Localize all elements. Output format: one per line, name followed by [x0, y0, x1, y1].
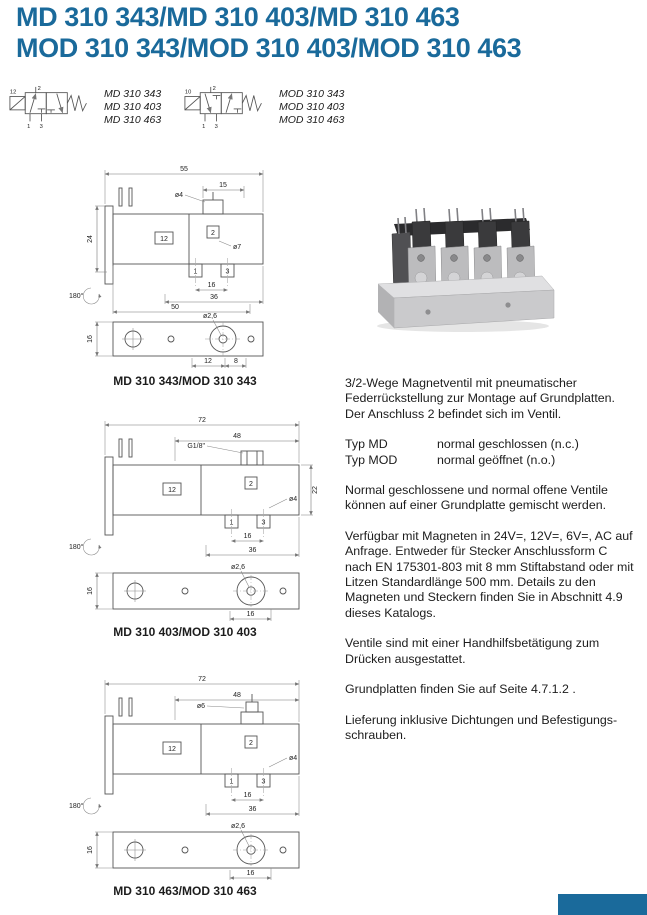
dim-label: ø6 [197, 703, 205, 710]
port-3-label: 3 [215, 124, 218, 130]
dimension-drawing-463: 72 48 ø6 2 ø4 12 1 3 [55, 656, 355, 898]
dimension-drawing-403: 72 48 G1/8" 2 12 ø4 1 3 [55, 397, 355, 639]
port-label: 2 [249, 740, 253, 747]
dim-label: ø2,6 [203, 313, 217, 320]
dim-label: 16 [247, 870, 255, 877]
side-view: 55 15 ø4 2 ø7 12 1 3 [69, 166, 264, 314]
pilot-port-label: 12 [10, 90, 16, 96]
symbol-model-list-md: MD 310 343 MD 310 403 MD 310 463 [104, 82, 161, 132]
drawing-caption: MD 310 403/MOD 310 403 [113, 625, 257, 639]
model-label: MD 310 403 [104, 101, 162, 113]
pilot-port-label: 10 [185, 90, 191, 96]
side-view: 72 48 ø6 2 ø4 12 1 3 [69, 676, 300, 816]
dim-label: ø2,6 [231, 564, 245, 571]
dim-label: ø4 [175, 192, 183, 199]
model-label: MOD 310 343 [279, 88, 345, 100]
type-value: normal geöffnet (n.o.) [437, 452, 556, 467]
port-1-label: 1 [27, 124, 30, 130]
dim-label: 50 [171, 304, 179, 311]
dim-label: 24 [87, 235, 94, 243]
mixing-paragraph: Normal geschlossene und normal offene Ve… [345, 483, 608, 513]
dim-label: 8 [234, 358, 238, 365]
baseplate-paragraph: Grundplatten finden Sie auf Seite 4.7.1.… [345, 682, 576, 697]
magnets-paragraph: Verfügbar mit Magneten in 24V=, 12V=, 6V… [345, 528, 634, 620]
dim-label: 16 [208, 282, 216, 289]
symbol-group-mod: 10 2 1 3 MOD 310 343 MOD 310 403 MOD 310… [183, 82, 344, 132]
page-title: MD 310 343/MD 310 403/MD 310 463 MOD 310… [16, 2, 522, 64]
bottom-view: 16 ø2,6 12 8 [87, 313, 264, 368]
dim-label: 15 [219, 182, 227, 189]
dim-label: 72 [198, 417, 206, 424]
rotation-label: 180° [69, 802, 84, 810]
valves-on-manifold-illustration [377, 207, 555, 332]
dim-label: 36 [249, 547, 257, 554]
page-title-line2: MOD 310 343/MOD 310 403/MOD 310 463 [16, 33, 522, 63]
dim-label: 36 [210, 294, 218, 301]
port-label: 2 [249, 481, 253, 488]
product-photo [358, 198, 563, 338]
dim-label: 22 [312, 486, 319, 494]
dim-label: ø4 [289, 755, 297, 762]
port-label: 12 [168, 487, 176, 494]
bottom-view: 16 ø2,6 16 [87, 564, 300, 621]
dim-label: 48 [233, 692, 241, 699]
port-3-label: 3 [40, 124, 43, 130]
type-label: Typ MD [345, 437, 388, 452]
type-value: normal geschlossen (n.c.) [437, 437, 579, 452]
type-row-mod: Typ MOD normal geöffnet (n.o.) [345, 453, 637, 468]
description-column: 3/2-Wege Magnetventil mit pneumatischer … [345, 376, 637, 758]
port-label: 2 [211, 230, 215, 237]
dim-label: 16 [87, 335, 94, 343]
bottom-view: 16 ø2,6 16 [87, 823, 300, 880]
valve-symbol-no: 10 2 1 3 [184, 86, 262, 130]
dim-label: 55 [180, 166, 188, 173]
dim-label: 16 [247, 611, 255, 618]
model-label: MD 310 463 [104, 114, 162, 126]
drawing-caption: MD 310 343/MOD 310 343 [113, 374, 257, 388]
dim-label: 16 [244, 792, 252, 799]
model-label: MOD 310 463 [279, 114, 345, 126]
dim-label: G1/8" [187, 443, 205, 450]
dim-label: 12 [204, 358, 212, 365]
dim-label: 72 [198, 676, 206, 683]
type-row-md: Typ MD normal geschlossen (n.c.) [345, 437, 637, 452]
delivery-paragraph: Lieferung inklusive Dichtungen und Befes… [345, 712, 618, 742]
manual-override-paragraph: Ventile sind mit einer Handhilfsbetätigu… [345, 636, 600, 666]
valve-symbol-nc: 12 2 1 3 [9, 86, 87, 130]
page-title-line1: MD 310 343/MD 310 403/MD 310 463 [16, 2, 460, 32]
dimension-drawing-343: 55 15 ø4 2 ø7 12 1 3 [55, 146, 355, 388]
dim-label: 48 [233, 433, 241, 440]
dim-label: ø4 [289, 496, 297, 503]
rotation-label: 180° [69, 292, 84, 300]
side-view: 72 48 G1/8" 2 12 ø4 1 3 [69, 417, 319, 557]
model-label: MOD 310 403 [279, 101, 345, 113]
dim-label: ø2,6 [231, 823, 245, 830]
port-2-label: 2 [213, 86, 216, 92]
type-list: Typ MD normal geschlossen (n.c.) Typ MOD… [345, 437, 637, 468]
dim-label: ø7 [233, 244, 241, 251]
type-label: Typ MOD [345, 452, 398, 467]
symbol-model-list-mod: MOD 310 343 MOD 310 403 MOD 310 463 [279, 82, 344, 132]
dim-label: 16 [87, 587, 94, 595]
page-footer-tab [558, 894, 647, 915]
port-label: 12 [168, 746, 176, 753]
intro-paragraph: 3/2-Wege Magnetventil mit pneumatischer … [345, 376, 615, 421]
port-2-label: 2 [38, 86, 41, 92]
dim-label: 16 [244, 533, 252, 540]
dim-label: 16 [87, 846, 94, 854]
rotation-label: 180° [69, 543, 84, 551]
port-label: 12 [160, 236, 168, 243]
dim-label: 36 [249, 806, 257, 813]
drawing-caption: MD 310 463/MOD 310 463 [113, 884, 257, 898]
model-label: MD 310 343 [104, 88, 162, 100]
port-1-label: 1 [202, 124, 205, 130]
symbol-group-md: 12 2 1 3 MD 310 343 MD 310 403 MD 310 46… [8, 82, 161, 132]
